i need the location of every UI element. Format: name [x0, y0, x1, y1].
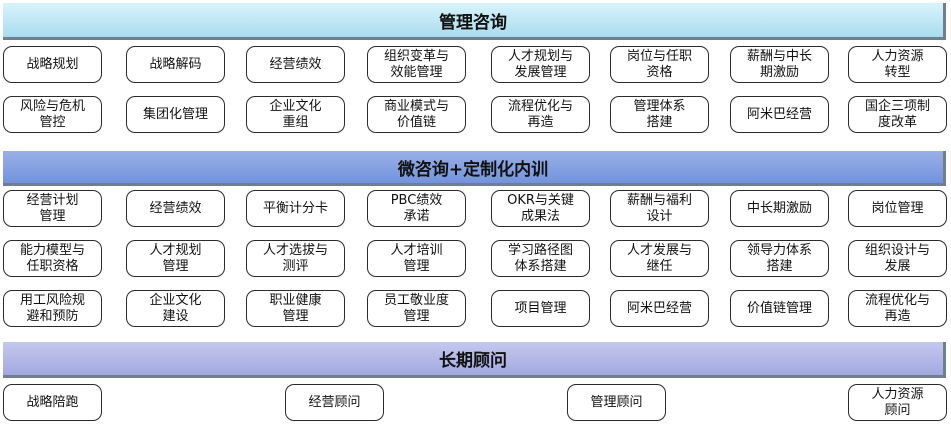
service-box: 领导力体系 搭建	[730, 240, 829, 277]
service-box: 战略陪跑	[3, 384, 102, 421]
service-box: 经营绩效	[246, 46, 345, 83]
service-box: 战略解码	[126, 46, 225, 83]
service-box: 风险与危机 管控	[3, 96, 102, 133]
service-box: 人力资源 转型	[848, 46, 947, 83]
service-box: 人力资源 顾问	[848, 384, 947, 421]
service-box: 人才规划 管理	[126, 240, 225, 277]
service-box: 岗位管理	[848, 190, 947, 227]
service-box: 人才选拔与 测评	[246, 240, 345, 277]
service-box: 薪酬与中长 期激励	[730, 46, 829, 83]
service-box: 管理体系 搭建	[610, 96, 709, 133]
service-box: 经营顾问	[285, 384, 384, 421]
service-box: 人才培训 管理	[367, 240, 466, 277]
service-box: 员工敬业度 管理	[367, 290, 466, 327]
service-box: 组织设计与 发展	[848, 240, 947, 277]
section-banner-micro-consulting-training: 微咨询+定制化内训	[3, 151, 946, 186]
service-box: 学习路径图 体系搭建	[491, 240, 590, 277]
service-box: 集团化管理	[126, 96, 225, 133]
section-banner-long-term-advisory: 长期顾问	[3, 342, 946, 378]
service-box: 管理顾问	[567, 384, 666, 421]
service-box: 阿米巴经营	[610, 290, 709, 327]
service-box: PBC绩效 承诺	[367, 190, 466, 227]
service-box: 组织变革与 效能管理	[367, 46, 466, 83]
service-box: 平衡计分卡	[246, 190, 345, 227]
service-box: 阿米巴经营	[730, 96, 829, 133]
service-box: 项目管理	[491, 290, 590, 327]
service-box: 薪酬与福利 设计	[610, 190, 709, 227]
service-box: 人才规划与 发展管理	[491, 46, 590, 83]
service-box: 职业健康 管理	[246, 290, 345, 327]
service-box: 价值链管理	[730, 290, 829, 327]
service-box: 企业文化 建设	[126, 290, 225, 327]
service-box: 岗位与任职 资格	[610, 46, 709, 83]
service-box: 经营绩效	[126, 190, 225, 227]
section-banner-management-consulting: 管理咨询	[3, 3, 946, 40]
service-box: 国企三项制 度改革	[848, 96, 947, 133]
service-box: 中长期激励	[730, 190, 829, 227]
service-box: 人才发展与 继任	[610, 240, 709, 277]
service-box: 能力模型与 任职资格	[3, 240, 102, 277]
service-box: OKR与关键 成果法	[491, 190, 590, 227]
service-box: 流程优化与 再造	[848, 290, 947, 327]
service-box: 用工风险规 避和预防	[3, 290, 102, 327]
service-box: 商业模式与 价值链	[367, 96, 466, 133]
service-box: 战略规划	[3, 46, 102, 83]
service-box: 经营计划 管理	[3, 190, 102, 227]
service-box: 企业文化 重组	[246, 96, 345, 133]
service-box: 流程优化与 再造	[491, 96, 590, 133]
